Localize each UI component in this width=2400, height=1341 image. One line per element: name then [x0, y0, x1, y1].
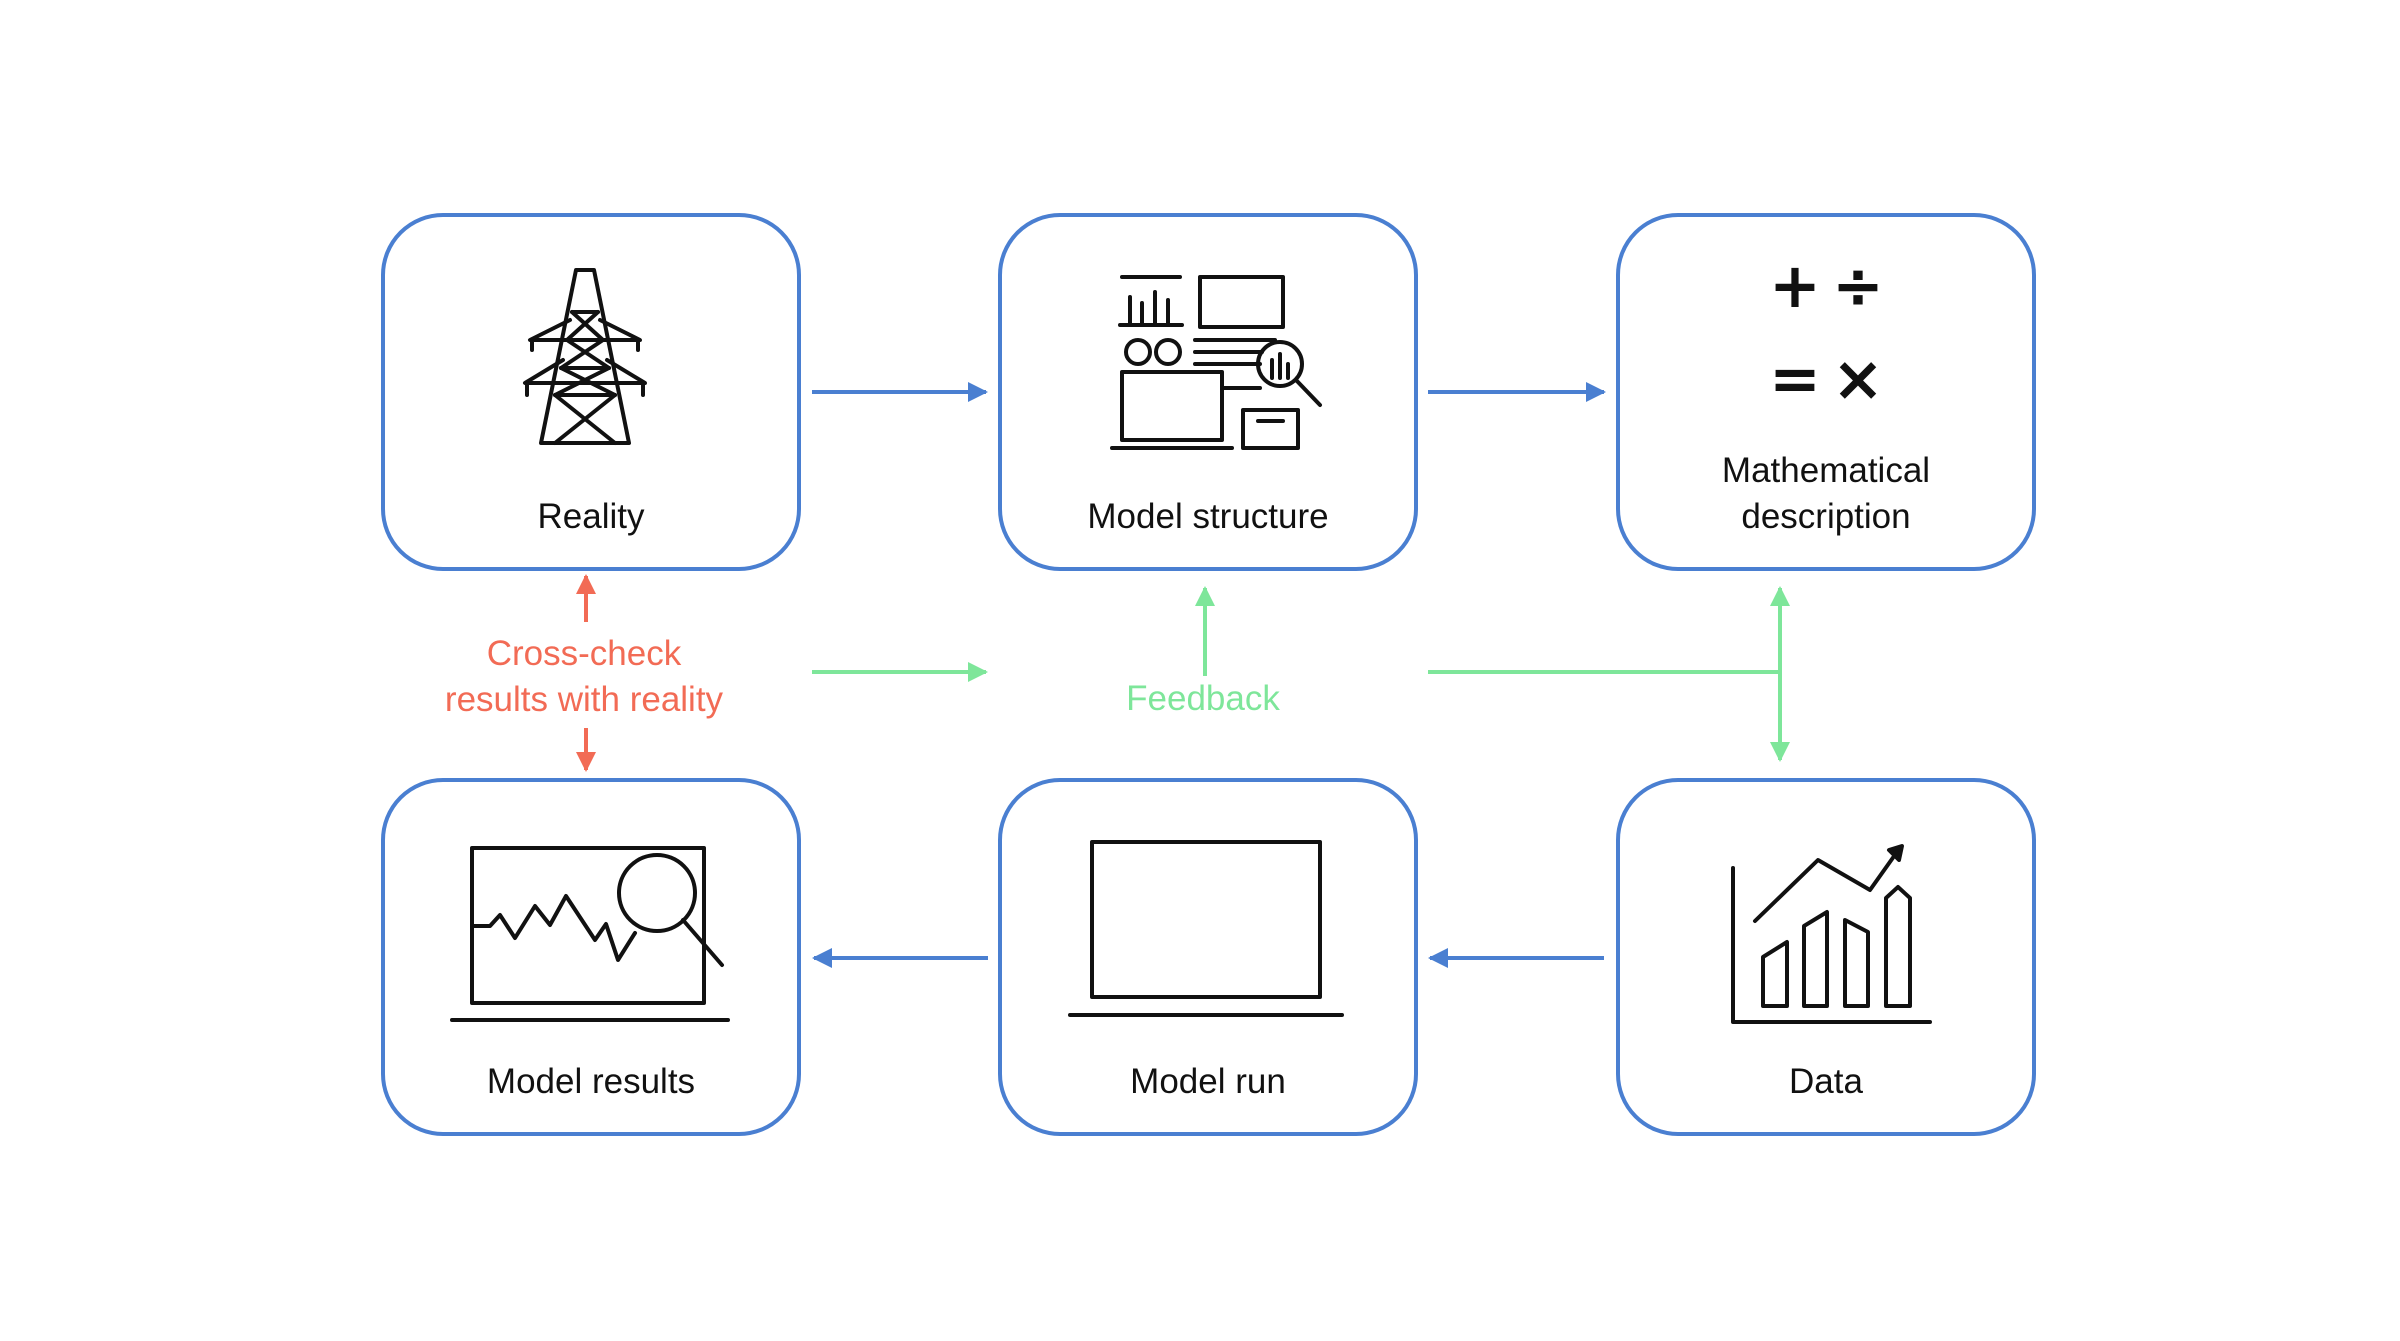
- cross-check-label-line2: results with reality: [445, 680, 724, 719]
- laptop-icon: [1068, 840, 1344, 1017]
- plus-symbol: +: [1769, 249, 1821, 322]
- node-mathematical-description: + ÷ = × Mathematical description: [1616, 213, 2036, 571]
- times-symbol: ×: [1832, 342, 1884, 415]
- dashboard-analysis-icon: [1110, 275, 1322, 450]
- node-model-run-label: Model run: [1130, 1062, 1286, 1101]
- cross-check-label-line1: Cross-check: [487, 634, 682, 673]
- node-reality-label: Reality: [538, 497, 645, 536]
- node-model-structure-label: Model structure: [1087, 497, 1328, 536]
- node-model-results: Model results: [381, 778, 801, 1136]
- node-model-results-label: Model results: [487, 1062, 695, 1101]
- node-model-run: Model run: [998, 778, 1418, 1136]
- equals-symbol: =: [1769, 342, 1821, 415]
- node-model-structure-box: [998, 213, 1418, 571]
- node-reality: Reality: [381, 213, 801, 571]
- divide-symbol: ÷: [1832, 249, 1884, 322]
- node-model-results-box: [381, 778, 801, 1136]
- transmission-tower-icon: [523, 268, 647, 445]
- feedback-label: Feedback: [1126, 679, 1280, 718]
- node-reality-box: [381, 213, 801, 571]
- node-data-label: Data: [1789, 1062, 1863, 1101]
- bar-chart-growth-icon: [1731, 844, 1932, 1024]
- node-data: Data: [1616, 778, 2036, 1136]
- node-mathematical-description-label-line2: description: [1741, 497, 1910, 536]
- node-mathematical-description-box: [1616, 213, 2036, 571]
- node-model-run-box: [998, 778, 1418, 1136]
- chart-magnifier-icon: [450, 846, 730, 1022]
- node-model-structure: Model structure: [998, 213, 1418, 571]
- cross-check: Cross-check results with reality: [445, 574, 724, 772]
- feedback-loop: Feedback: [812, 586, 1790, 762]
- node-mathematical-description-label-line1: Mathematical: [1722, 451, 1930, 490]
- math-operators-icon: + ÷ = ×: [1769, 249, 1884, 415]
